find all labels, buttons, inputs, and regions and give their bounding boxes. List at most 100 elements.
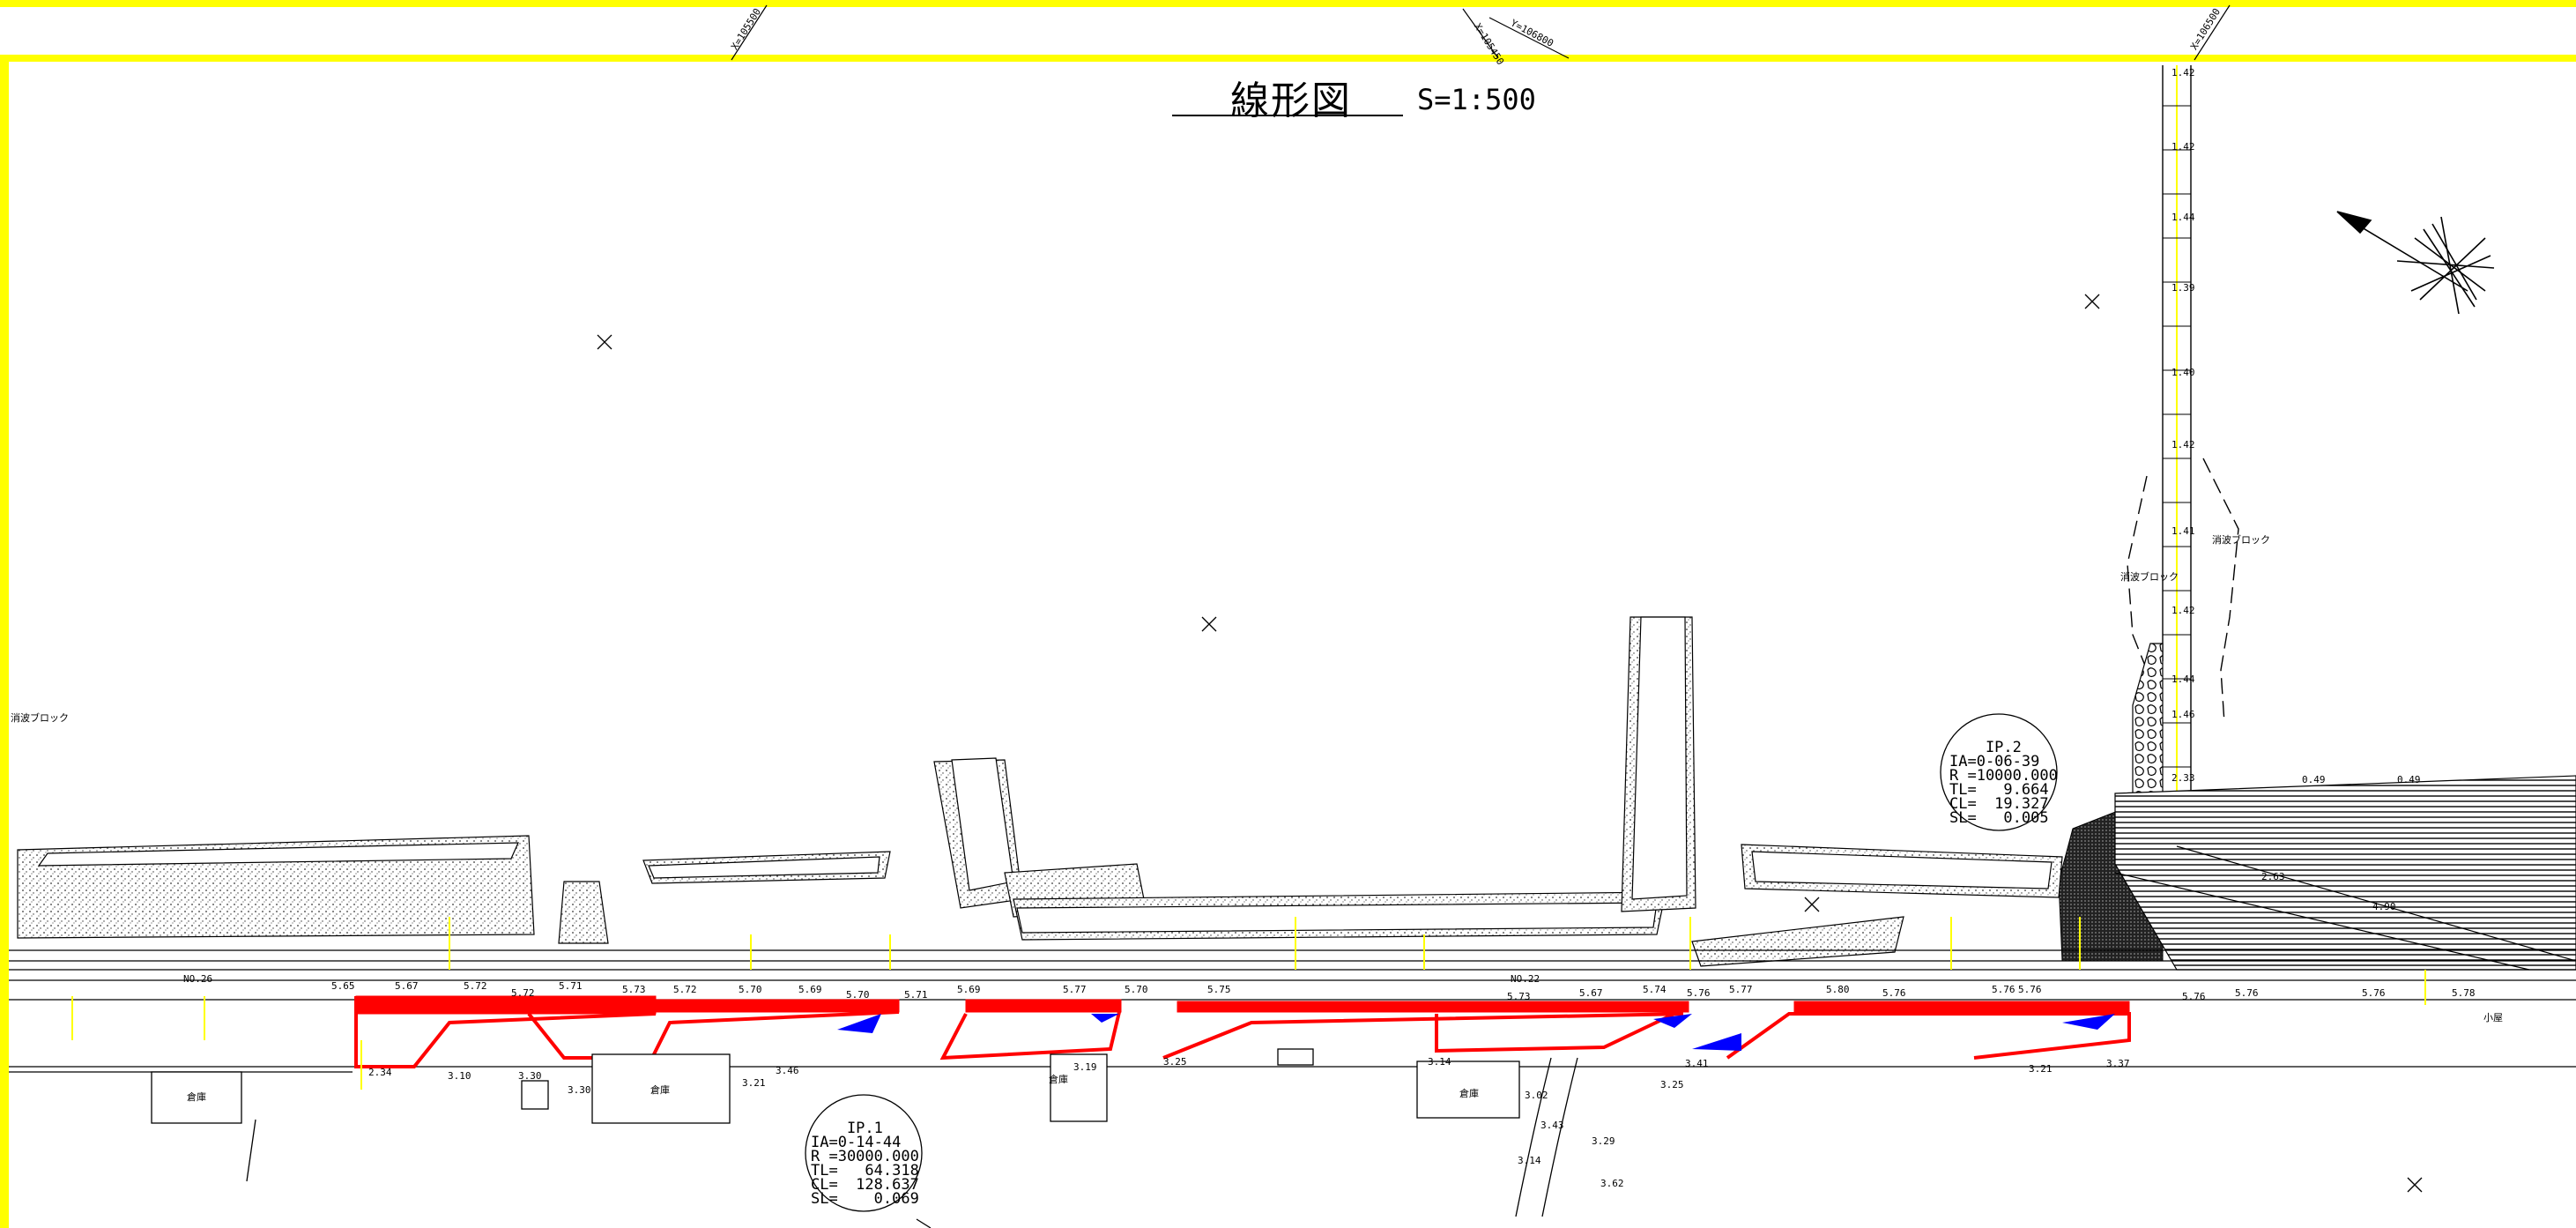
lower-level: 3.21 (742, 1077, 766, 1089)
title-scale: S=1:500 (1417, 83, 1536, 116)
lower-level: 3.30 (518, 1070, 542, 1082)
grid-coord-lines (731, 4, 2231, 61)
lower-level: 3.62 (1600, 1178, 1624, 1189)
label-shed-4: 倉庫 (1459, 1088, 1479, 1099)
ip1-sl: SL= 0.069 (811, 1190, 919, 1208)
river-level: 0.49 (2397, 774, 2421, 785)
road-level: 5.76 (2182, 991, 2206, 1002)
lower-level: 3.14 (1428, 1056, 1451, 1068)
lower-level: 2.34 (368, 1067, 392, 1078)
label-shed-3: 倉庫 (1049, 1074, 1068, 1085)
label-no-left: NO.26 (183, 973, 213, 985)
label-left-block: 消波ブロック (11, 712, 69, 724)
road-level: 5.65 (331, 980, 355, 992)
ip2-ia: IA=0-06-39 (1949, 753, 2040, 770)
title-underline (1172, 115, 1403, 116)
alignment-blue (837, 1014, 2115, 1051)
ip2-tl: TL= 9.664 (1949, 781, 2049, 799)
lower-level: 3.21 (2029, 1063, 2053, 1075)
ip1-tl: TL= 64.318 (811, 1162, 919, 1180)
station-marks (71, 917, 2426, 1090)
river-level: 1.42 (2171, 141, 2195, 153)
label-river-block-1: 消波ブロック (2120, 571, 2179, 583)
ip2-cl: CL= 19.327 (1949, 795, 2049, 813)
ip1-name: IP.1 (846, 1120, 883, 1137)
lower-level: 3.29 (1592, 1135, 1615, 1147)
ip2-circle (1940, 713, 2058, 831)
ip1-cl: CL= 128.637 (811, 1176, 919, 1194)
road-level: 5.80 (1826, 984, 1850, 995)
road-level: 5.67 (1579, 987, 1603, 999)
label-river-block-2: 消波ブロック (2212, 534, 2270, 546)
road-level: 5.69 (957, 984, 981, 995)
road-level: 5.73 (622, 984, 646, 995)
buildings (151, 1048, 1520, 1124)
road-level: 5.76 (1992, 984, 2016, 995)
rock-revetment (2132, 643, 2164, 812)
river-level: 1.41 (2171, 525, 2195, 537)
embankments (17, 616, 2063, 967)
road-level: 5.76 (2018, 984, 2042, 995)
road-level: 5.67 (395, 980, 419, 992)
ip2-sl: SL= 0.005 (1949, 809, 2049, 827)
road-level: 5.77 (1729, 984, 1753, 995)
ip2-name: IP.2 (1985, 739, 2022, 756)
road-level: 5.70 (846, 989, 870, 1001)
river-level: 1.42 (2171, 67, 2195, 78)
lower-level: 3.41 (1685, 1058, 1709, 1069)
label-shed-2: 倉庫 (650, 1084, 670, 1096)
north-arrow (2336, 211, 2495, 315)
river-level: 0.49 (2302, 774, 2326, 785)
river-level: 4.90 (2372, 901, 2396, 912)
grid-crosses (597, 294, 2423, 1228)
river-level: 1.44 (2171, 674, 2195, 685)
river-level: 1.46 (2171, 709, 2195, 720)
road-level: 5.78 (2452, 987, 2476, 999)
road-level: 5.76 (2362, 987, 2386, 999)
lower-level: 3.25 (1660, 1079, 1684, 1090)
label-shed-1: 倉庫 (187, 1091, 206, 1103)
lower-level: 3.14 (1518, 1155, 1541, 1166)
road-level: 5.72 (673, 984, 697, 995)
road-level: 5.77 (1063, 984, 1087, 995)
ip1-r: R =30000.000 (811, 1148, 919, 1165)
road-level: 5.75 (1207, 984, 1231, 995)
river-level: 2.33 (2171, 772, 2195, 784)
road-level: 5.76 (2235, 987, 2259, 999)
lower-level: 3.46 (776, 1065, 799, 1076)
ip2-r: R =10000.000 (1949, 767, 2058, 785)
river-level: 1.42 (2171, 605, 2195, 616)
river-level: 2.63 (2261, 871, 2285, 882)
road-level: 5.70 (1125, 984, 1148, 995)
river-level: 1.42 (2171, 439, 2195, 450)
road-level: 5.70 (739, 984, 762, 995)
road-level: 5.73 (1507, 991, 1531, 1002)
title-main: 線形図 (1230, 78, 1352, 123)
lower-level: 3.37 (2106, 1058, 2130, 1069)
label-small-shed: 小屋 (2483, 1012, 2503, 1023)
lower-level: 3.19 (1073, 1061, 1097, 1073)
road-level: 5.71 (559, 980, 583, 992)
lower-level: 3.10 (448, 1070, 471, 1082)
road-level: 5.76 (1687, 987, 1711, 999)
road-level: 5.71 (904, 989, 928, 1001)
alignment-red (355, 995, 2130, 1015)
river-level: 1.39 (2171, 282, 2195, 294)
alignment-red-outline (354, 996, 2131, 1068)
road-level: 5.72 (464, 980, 487, 992)
lower-level: 3.02 (1525, 1090, 1548, 1101)
river-level: 1.40 (2171, 367, 2195, 378)
river-level: 1.44 (2171, 212, 2195, 223)
lower-level: 3.30 (568, 1084, 591, 1096)
label-no-mid: NO.22 (1511, 973, 1540, 985)
road-level: 5.74 (1643, 984, 1667, 995)
lower-level: 3.43 (1540, 1120, 1564, 1131)
drawing-title: 線形図 S=1:500 (1172, 69, 1578, 123)
road-level: 5.69 (798, 984, 822, 995)
road-level: 5.76 (1882, 987, 1906, 999)
road-level: 5.72 (511, 987, 535, 999)
ip1-ia: IA=0-14-44 (811, 1134, 902, 1151)
